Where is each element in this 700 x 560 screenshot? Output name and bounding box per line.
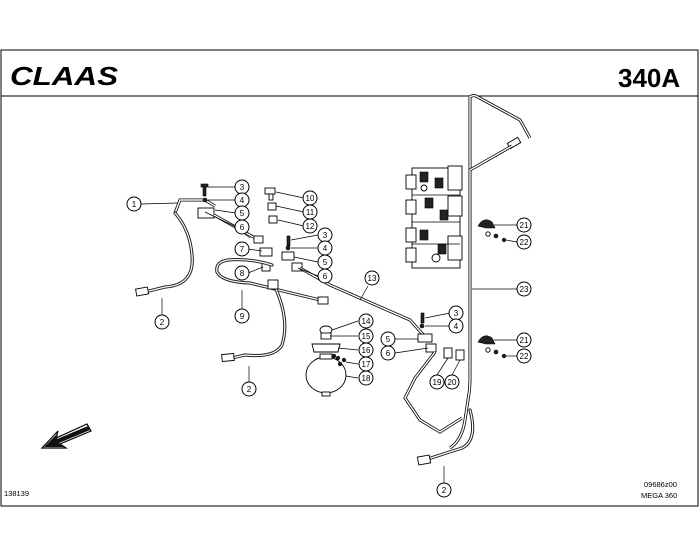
svg-text:4: 4 (323, 244, 328, 253)
svg-text:2: 2 (247, 385, 252, 394)
callout-2-right: 2 (436, 482, 452, 498)
svg-text:17: 17 (362, 360, 371, 369)
svg-text:23: 23 (520, 285, 529, 294)
svg-text:16: 16 (362, 346, 371, 355)
callout-8: 8 (234, 265, 250, 281)
callout-21-b: 21 (516, 332, 532, 348)
callout-7: 7 (234, 241, 250, 257)
fittings-center (281, 235, 303, 272)
svg-text:6: 6 (240, 223, 245, 232)
callout-14: 14 (358, 313, 374, 329)
svg-text:21: 21 (520, 221, 529, 230)
callout-2-middle: 2 (241, 381, 257, 397)
callout-20: 20 (444, 374, 460, 390)
svg-text:10: 10 (306, 194, 315, 203)
svg-text:7: 7 (240, 245, 245, 254)
callout-4-c: 4 (448, 318, 464, 334)
svg-text:8: 8 (240, 269, 245, 278)
hose-left (135, 198, 264, 297)
clamps (477, 219, 507, 359)
svg-text:13: 13 (368, 274, 377, 283)
pipe-23 (449, 94, 532, 450)
svg-text:15: 15 (362, 332, 371, 341)
svg-text:5: 5 (386, 335, 391, 344)
svg-text:4: 4 (454, 322, 459, 331)
callout-21-a: 21 (516, 217, 532, 233)
brand-logo: CLAAS (10, 61, 119, 91)
svg-text:22: 22 (520, 352, 529, 361)
svg-text:2: 2 (160, 318, 165, 327)
svg-text:22: 22 (520, 238, 529, 247)
pipe-lower (403, 351, 463, 434)
svg-text:6: 6 (386, 349, 391, 358)
callout-5-c: 5 (380, 331, 396, 347)
callout-6-a: 6 (234, 219, 250, 235)
svg-text:19: 19 (433, 378, 442, 387)
callout-15: 15 (358, 328, 374, 344)
drawing-number: 138139 (4, 489, 29, 498)
callout-6-b: 6 (317, 268, 333, 284)
svg-text:12: 12 (306, 222, 315, 231)
callout-23: 23 (516, 281, 532, 297)
callout-2-left: 2 (154, 314, 170, 330)
callouts: 1 2 3 4 5 6 10 11 12 7 8 3 4 5 6 9 13 14… (126, 179, 532, 498)
page-number: 340A (618, 63, 680, 93)
callout-19: 19 (429, 374, 445, 390)
svg-text:5: 5 (323, 258, 328, 267)
callout-5-b: 5 (317, 254, 333, 270)
callout-3-b: 3 (317, 227, 333, 243)
svg-text:6: 6 (323, 272, 328, 281)
accumulator (305, 325, 347, 397)
callout-22-a: 22 (516, 234, 532, 250)
valve-block (405, 165, 463, 269)
illustration-code: 09686z00 (644, 480, 677, 489)
fittings-right-lower (417, 312, 465, 361)
callout-11: 11 (302, 204, 318, 220)
svg-text:1: 1 (132, 200, 137, 209)
svg-text:4: 4 (240, 196, 245, 205)
svg-text:3: 3 (323, 231, 328, 240)
hose-right (416, 408, 475, 466)
callout-17: 17 (358, 356, 374, 372)
hose-middle (215, 247, 329, 362)
callout-22-b: 22 (516, 348, 532, 364)
callout-5-a: 5 (234, 205, 250, 221)
callout-4-b: 4 (317, 240, 333, 256)
svg-text:3: 3 (454, 309, 459, 318)
svg-text:9: 9 (240, 312, 245, 321)
direction-arrow (40, 423, 92, 449)
svg-text:20: 20 (448, 378, 457, 387)
callout-3-c: 3 (448, 305, 464, 321)
svg-text:21: 21 (520, 336, 529, 345)
callout-9: 9 (234, 308, 250, 324)
callout-10: 10 (302, 190, 318, 206)
frame (0, 49, 699, 507)
callout-1: 1 (126, 196, 142, 212)
svg-text:11: 11 (306, 208, 315, 217)
svg-text:18: 18 (362, 374, 371, 383)
callout-18: 18 (358, 370, 374, 386)
pipe-13 (299, 266, 430, 342)
svg-text:14: 14 (362, 317, 371, 326)
callout-12: 12 (302, 218, 318, 234)
callout-3-a: 3 (234, 179, 250, 195)
svg-text:2: 2 (442, 486, 447, 495)
callout-13: 13 (364, 270, 380, 286)
svg-text:5: 5 (240, 209, 245, 218)
svg-text:3: 3 (240, 183, 245, 192)
callout-6-c: 6 (380, 345, 396, 361)
fittings-upper-left (200, 183, 278, 224)
callout-4-a: 4 (234, 192, 250, 208)
callout-16: 16 (358, 342, 374, 358)
model-name: MEGA 360 (641, 491, 677, 500)
